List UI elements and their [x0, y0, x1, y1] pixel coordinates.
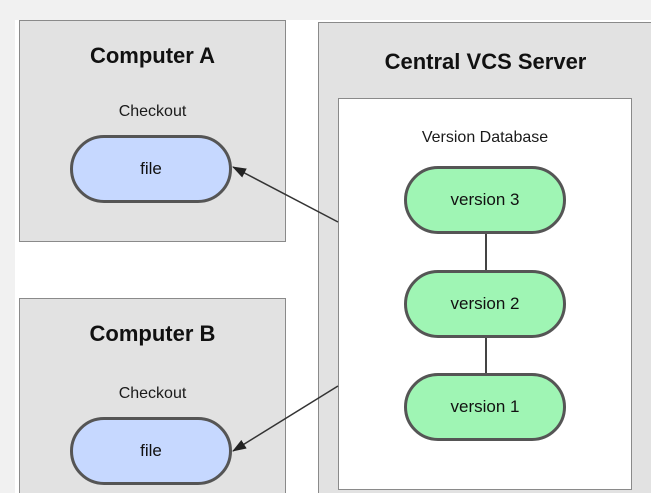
central-vcs-server-title: Central VCS Server — [384, 49, 587, 74]
computer-a-file-node: file — [70, 135, 232, 203]
computer-a-title: Computer A — [89, 43, 216, 68]
computer-b-checkout-label: Checkout — [118, 385, 187, 402]
version-3-label: version 3 — [450, 190, 520, 209]
version-1-label: version 1 — [450, 397, 520, 416]
computer-b-box: Computer B Checkout file — [19, 298, 286, 493]
computer-b-file-node: file — [70, 417, 232, 485]
computer-b-title: Computer B — [89, 321, 216, 346]
version-2-label: version 2 — [450, 294, 520, 313]
computer-a-checkout-label: Checkout — [118, 103, 187, 120]
version-3-node: version 3 — [404, 166, 566, 234]
computer-a-box: Computer A Checkout file — [19, 20, 286, 242]
computer-b-file-label: file — [140, 441, 162, 460]
version-1-node: version 1 — [404, 373, 566, 441]
version-2-node: version 2 — [404, 270, 566, 338]
version-database-label: Version Database — [421, 129, 549, 146]
computer-a-file-label: file — [140, 159, 162, 178]
